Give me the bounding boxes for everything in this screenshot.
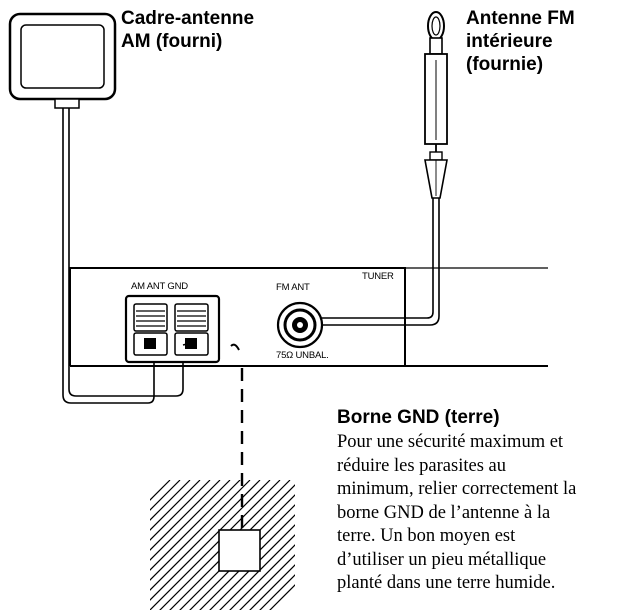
fm-ant-label: FM ANT [276, 282, 310, 293]
am-antenna-label: Cadre-antenne AM (fourni) [121, 8, 255, 52]
fm-coax-connector [276, 301, 324, 349]
gnd-heading: Borne GND (terre) [337, 407, 500, 428]
am-ant-gnd-label: AM ANT GND [131, 281, 188, 292]
fm-antenna-label: Antenne FM intérieure (fournie) [466, 8, 575, 75]
tuner-label: TUNER [362, 271, 394, 282]
fm-antenna-cable [316, 198, 440, 326]
tuner-rear-panel [69, 267, 548, 367]
gnd-lead [230, 343, 240, 351]
am-terminal-block [124, 294, 221, 364]
unbal-label: 75Ω UNBAL. [276, 350, 329, 361]
earth-ground [150, 480, 295, 610]
gnd-description: Pour une sécurité maximum et réduire les… [337, 432, 577, 593]
am-antenna-cable [62, 108, 184, 404]
am-loop-antenna [8, 12, 117, 109]
fm-indoor-antenna [424, 11, 448, 199]
ground-stake [218, 529, 261, 572]
